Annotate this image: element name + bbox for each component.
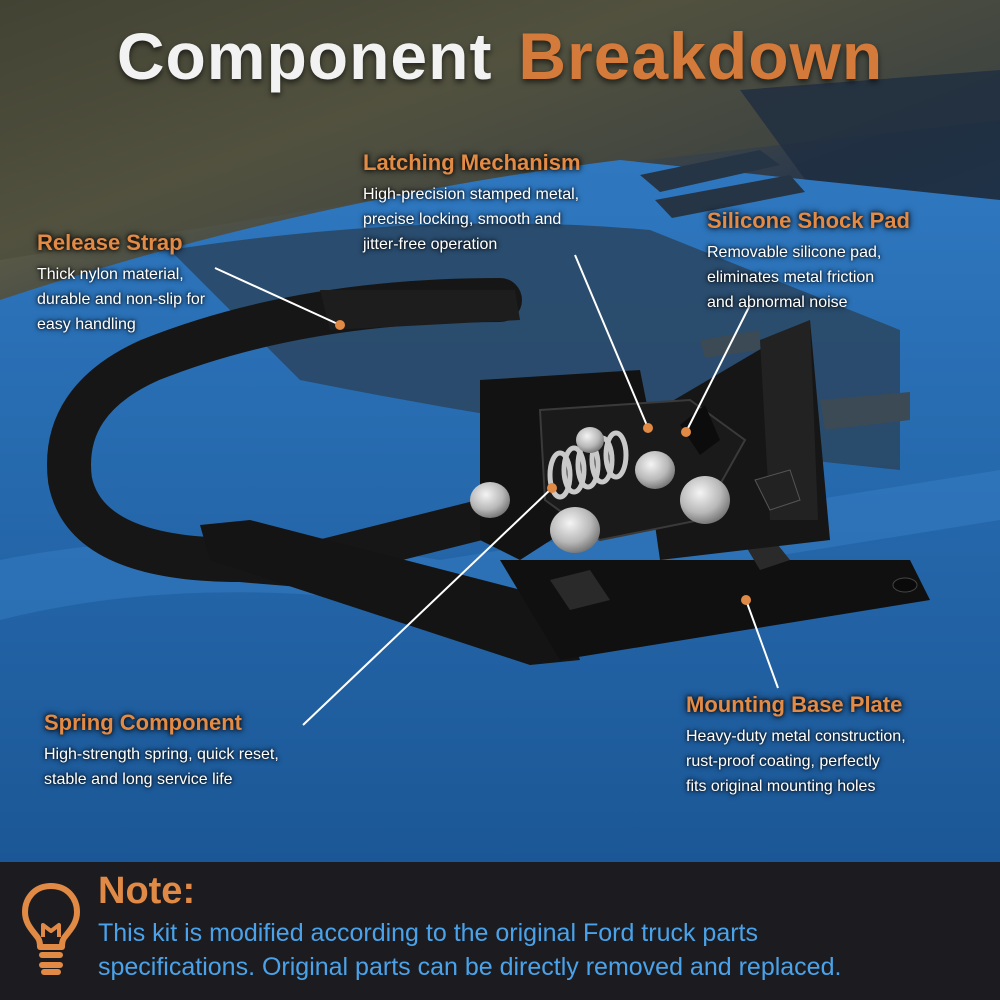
callout-title: Mounting Base Plate [686, 692, 903, 717]
lightbulb-icon [22, 883, 80, 975]
callout-title: Silicone Shock Pad [707, 208, 910, 233]
callout-title: Spring Component [44, 710, 242, 735]
note-text: This kit is modified according to the or… [98, 916, 988, 984]
note-line: specifications. Original parts can be di… [98, 953, 842, 981]
callout-line: Removable silicone pad, [707, 244, 882, 261]
callout-spring-component: Spring Component High-strength spring, q… [44, 710, 344, 792]
callout-silicone-shock-pad: Silicone Shock Pad Removable silicone pa… [707, 208, 987, 315]
note-banner [0, 862, 1000, 1000]
callout-mounting-base-plate: Mounting Base Plate Heavy-duty metal con… [686, 692, 986, 799]
callout-line: High-precision stamped metal, [363, 186, 580, 203]
callout-line: eliminates metal friction [707, 269, 875, 286]
note-line: This kit is modified according to the or… [98, 919, 758, 947]
callout-line: easy handling [37, 316, 136, 333]
product-photo-scene [0, 0, 1000, 862]
callout-line: rust-proof coating, perfectly [686, 753, 880, 770]
callout-line: Thick nylon material, [37, 266, 184, 283]
page-title: Component Breakdown [0, 18, 1000, 94]
note-title: Note: [98, 870, 196, 912]
callout-line: High-strength spring, quick reset, [44, 746, 279, 763]
callout-title: Release Strap [37, 230, 183, 255]
callout-latching-mechanism: Latching Mechanism High-precision stampe… [363, 150, 663, 257]
callout-line: durable and non-slip for [37, 291, 206, 308]
callout-line: stable and long service life [44, 771, 233, 788]
callout-line: fits original mounting holes [686, 778, 876, 795]
title-word-breakdown: Breakdown [518, 19, 884, 93]
callout-line: jitter-free operation [363, 236, 498, 253]
callout-title: Latching Mechanism [363, 150, 581, 175]
callout-line: precise locking, smooth and [363, 211, 562, 228]
callout-line: and abnormal noise [707, 294, 848, 311]
title-word-component: Component [116, 19, 493, 93]
callout-release-strap: Release Strap Thick nylon material, dura… [37, 230, 297, 337]
callout-line: Heavy-duty metal construction, [686, 728, 906, 745]
